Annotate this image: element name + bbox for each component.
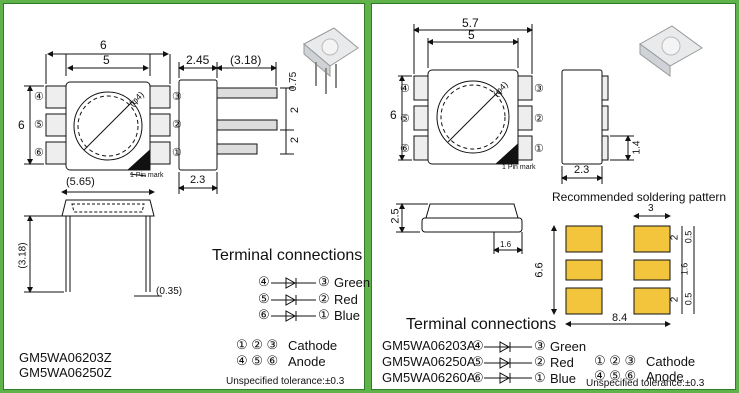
smd-pin-right-1: ③: [534, 83, 544, 95]
dim-lead-len: (3.18): [17, 242, 29, 269]
smd-top-view: [398, 24, 533, 165]
legend-cathode-pins: ① ② ③: [236, 337, 279, 352]
smd-model-3: GM5WA06260A: [382, 370, 476, 385]
pin-left-3: ⑥: [34, 147, 44, 159]
smd-dim-side-14: 1.4: [631, 140, 643, 155]
dim-side-075: 0.75: [288, 71, 300, 92]
conn-b-2: ②: [318, 291, 330, 306]
dim-width-outer: 6: [100, 38, 107, 52]
smd-pin-right-2: ②: [534, 113, 544, 125]
smd-legend-anode-role: Anode: [646, 369, 684, 384]
pad-dim-05b: 0.5: [683, 292, 694, 306]
smd-conn-b-3: ①: [534, 370, 546, 385]
conn-color-2: Red: [334, 292, 358, 307]
dim-width-inner: 5: [103, 53, 110, 67]
smd-pin-left-2: ⑤: [400, 113, 410, 125]
smd-legend-cathode-pins: ① ② ③: [594, 353, 637, 368]
smd-drawing: [396, 24, 703, 384]
smd-dim-width-inner: 5: [468, 28, 475, 42]
conn-a-3: ⑥: [258, 307, 270, 322]
lead-view: [24, 189, 162, 297]
dim-side-top: 2.45: [186, 53, 210, 67]
dim-side-2b: 2: [289, 136, 302, 144]
smd-front-view: [396, 203, 523, 254]
dim-side-23: 2.3: [190, 174, 206, 186]
side-view: [178, 62, 294, 194]
conn-a-2: ⑤: [258, 291, 270, 306]
dim-side-top-paren: (3.18): [230, 53, 262, 67]
smd-pin-left-1: ④: [400, 83, 410, 95]
dim-lead-pitch: (5.65): [66, 176, 95, 188]
smd-pin-left-3: ⑥: [400, 143, 410, 155]
through-hole-drawing-panel: 6 5 6 (φ4) 2.45 (3.18) 0.75 2 2 2.3 (5.6…: [3, 3, 370, 390]
smd-legend-anode-pins: ④ ⑤ ⑥: [594, 368, 637, 383]
smd-tolerance-note: Unspecified tolerance:±0.3: [586, 378, 705, 389]
smd-drawing-panel: 5.7 5 6 (φ4) 1.4 2.3 2.5 1.6 1 Pin mark …: [371, 3, 736, 390]
dim-lead-thickness: (0.35): [156, 286, 183, 297]
smd-conn-color-2: Red: [550, 355, 574, 370]
terminal-title: Terminal connections: [212, 247, 363, 264]
smd-conn-a-1: ④: [472, 338, 484, 353]
diode-symbols: [271, 277, 316, 322]
pin-right-1: ③: [172, 91, 182, 103]
pin-right-2: ②: [172, 119, 182, 131]
smd-side-view: [561, 69, 634, 184]
smd-dim-width-outer: 5.7: [462, 16, 479, 30]
legend-anode-pins: ④ ⑤ ⑥: [236, 353, 279, 368]
smd-conn-a-2: ⑤: [472, 354, 484, 369]
smd-model-1: GM5WA06203A: [382, 338, 476, 353]
smd-diode-symbols: [484, 341, 532, 384]
conn-b-3: ①: [318, 307, 330, 322]
smd-dim-foot-16: 1.6: [500, 240, 512, 249]
smd-conn-color-1: Green: [550, 339, 587, 354]
pin-left-1: ④: [34, 91, 44, 103]
conn-b-1: ③: [318, 274, 330, 289]
smd-legend-cathode-role: Cathode: [646, 354, 696, 369]
pad-dim-2a: 2: [669, 234, 681, 241]
soldering-title: Recommended soldering pattern: [552, 190, 727, 204]
pad-dim-66: 6.6: [533, 262, 546, 278]
smd-dim-height-25: 2.5: [389, 208, 402, 224]
pad-dim-16: 1.6: [679, 262, 690, 276]
smd-conn-b-1: ③: [534, 338, 546, 353]
smd-conn-color-3: Blue: [550, 371, 577, 386]
pad-dim-3: 3: [648, 203, 654, 214]
conn-a-1: ④: [258, 274, 270, 289]
legend-anode-role: Anode: [288, 354, 326, 369]
top-view: [24, 51, 171, 177]
product-photo-icon: [303, 27, 359, 94]
smd-conn-b-2: ②: [534, 354, 546, 369]
smd-terminal-title: Terminal connections: [406, 316, 557, 333]
smd-conn-a-3: ⑥: [472, 370, 484, 385]
conn-color-1: Green: [334, 275, 371, 290]
pad-dim-05a: 0.5: [683, 230, 694, 244]
model-number-1: GM5WA06203Z: [19, 350, 112, 365]
smd-model-2: GM5WA06250A: [382, 354, 476, 369]
through-hole-drawing: [24, 27, 359, 322]
pin-right-3: ①: [172, 147, 182, 159]
pad-dim-84: 8.4: [612, 312, 628, 324]
smd-pin-mark-label: 1 Pin mark: [502, 164, 536, 171]
pad-dim-2b: 2: [669, 296, 681, 303]
model-number-2: GM5WA06250Z: [19, 365, 112, 380]
conn-color-3: Blue: [334, 308, 361, 323]
dim-height: 6: [18, 118, 25, 132]
tolerance-note: Unspecified tolerance:±0.3: [226, 376, 345, 387]
smd-pin-right-3: ①: [534, 143, 544, 155]
pin-mark-label: 1 Pin mark: [130, 172, 164, 179]
smd-dim-height: 6: [390, 108, 397, 122]
legend-cathode-role: Cathode: [288, 338, 338, 353]
smd-dim-side-23: 2.3: [574, 164, 590, 176]
dim-side-2: 2: [289, 106, 302, 114]
pin-left-2: ⑤: [34, 119, 44, 131]
photo-smd-icon: [639, 25, 703, 77]
soldering-pads: [551, 213, 695, 327]
